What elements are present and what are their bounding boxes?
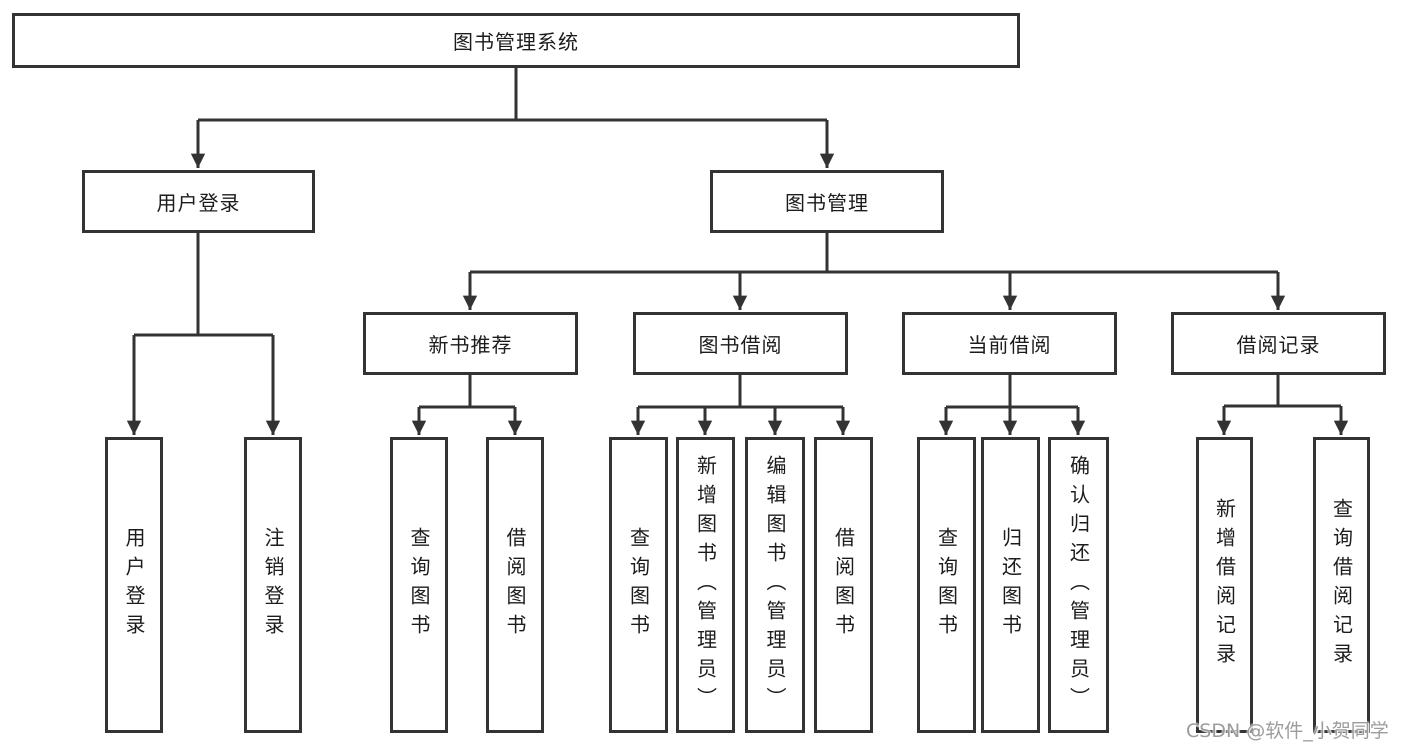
- leaf-label: 用户登录: [122, 527, 146, 643]
- node-label: 新书推荐: [428, 333, 513, 357]
- leaf-add-borrow-record: 新增借阅记录: [1196, 437, 1253, 733]
- leaf-query-books-borrow: 查询图书: [609, 437, 668, 733]
- node-book-management: 图书管理: [710, 170, 944, 233]
- leaf-logout: 注销登录: [244, 437, 302, 733]
- leaf-confirm-return-admin: 确认归还（管理员）: [1048, 437, 1109, 733]
- leaf-label: 查询借阅记录: [1329, 498, 1354, 672]
- leaf-query-books-recommend: 查询图书: [390, 437, 448, 733]
- leaf-return-books: 归还图书: [981, 437, 1040, 733]
- leaf-label: 注销登录: [261, 527, 285, 643]
- node-label: 图书管理系统: [453, 30, 579, 54]
- node-library-management-system: 图书管理系统: [12, 13, 1020, 68]
- leaf-label: 查询图书: [626, 527, 651, 643]
- node-label: 图书管理: [785, 191, 869, 215]
- leaf-add-books-admin: 新增图书（管理员）: [676, 437, 735, 733]
- leaf-label: 查询图书: [934, 527, 959, 643]
- leaf-user-login: 用户登录: [105, 437, 163, 733]
- csdn-watermark: CSDN @软件_小贺同学: [1186, 720, 1389, 742]
- node-new-book-recommend: 新书推荐: [363, 312, 578, 375]
- leaf-label: 查询图书: [407, 527, 431, 643]
- leaf-query-borrow-record: 查询借阅记录: [1313, 437, 1370, 733]
- leaf-label: 借阅图书: [503, 527, 527, 643]
- node-borrow-records: 借阅记录: [1171, 312, 1386, 375]
- leaf-query-books-current: 查询图书: [917, 437, 976, 733]
- leaf-label: 借阅图书: [831, 527, 856, 643]
- node-user-login: 用户登录: [82, 170, 315, 233]
- leaf-label: 归还图书: [998, 527, 1023, 643]
- node-label: 用户登录: [156, 191, 241, 215]
- node-label: 图书借阅: [698, 333, 783, 357]
- leaf-label: 新增借阅记录: [1212, 498, 1237, 672]
- leaf-label: 确认归还（管理员）: [1066, 454, 1091, 716]
- leaf-edit-books-admin: 编辑图书（管理员）: [745, 437, 805, 733]
- node-book-borrow: 图书借阅: [633, 312, 848, 375]
- node-label: 借阅记录: [1236, 333, 1321, 357]
- node-current-borrow: 当前借阅: [902, 312, 1117, 375]
- leaf-borrow-books-recommend: 借阅图书: [486, 437, 544, 733]
- leaf-borrow-books: 借阅图书: [814, 437, 873, 733]
- node-label: 当前借阅: [967, 333, 1052, 357]
- leaf-label: 新增图书（管理员）: [693, 454, 718, 716]
- leaf-label: 编辑图书（管理员）: [763, 454, 787, 716]
